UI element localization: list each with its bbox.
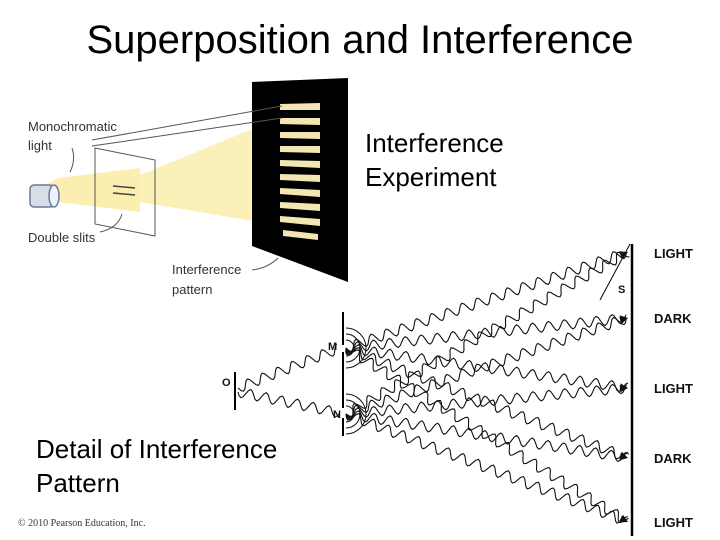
label-interference: Interference (172, 262, 241, 277)
label-light: light (28, 138, 52, 153)
experiment-caption-line1: Interference (365, 128, 504, 158)
source-beam (40, 168, 140, 212)
wave-m-to-screen-3 (345, 344, 629, 393)
wave-n-to-screen-5-arrowhead (619, 515, 628, 523)
experiment-caption-line2: Experiment (365, 162, 497, 192)
leader-pattern-arrow (251, 257, 279, 271)
slide-title: Superposition and Interference (86, 18, 634, 62)
copyright-notice: © 2010 Pearson Education, Inc. (18, 518, 146, 529)
wave-m-to-screen-1 (345, 251, 627, 353)
wavefront-arc-2-3 (345, 393, 367, 435)
wave-n-to-screen-2-arrowhead (619, 317, 628, 324)
band-label-dark-2: DARK (654, 451, 692, 466)
flashlight-icon (29, 184, 60, 208)
label-double-slits: Double slits (28, 230, 96, 245)
wave-n-to-screen-2 (345, 317, 627, 419)
fringe-bands (280, 103, 320, 240)
band-label-light-1: LIGHT (654, 246, 693, 261)
wave-o-to-n (237, 388, 341, 418)
double-slit-card (94, 147, 156, 237)
label-monochromatic: Monochromatic (28, 119, 117, 134)
interference-experiment-figure: Monochromatic light Double slits Interfe… (28, 78, 348, 297)
wave-m-to-screen-5 (345, 347, 629, 523)
detail-caption-line1: Detail of Interference (36, 434, 278, 464)
wave-n-to-screen-4 (345, 410, 628, 463)
point-o-label: O (222, 377, 231, 389)
wave-detail-figure: O M N S LIGHT DARK LIGHT DARK LIGHT (222, 243, 693, 536)
wave-n-to-screen-3-arrowhead (619, 385, 628, 393)
wave-m-to-screen-4 (345, 347, 630, 460)
detail-caption-line2: Pattern (36, 468, 120, 498)
wave-n-to-screen-3 (345, 383, 627, 420)
band-label-light-3: LIGHT (654, 515, 693, 530)
wavefront-arc-2-2 (345, 399, 361, 429)
leader-monochromatic-1 (91, 105, 283, 141)
wave-n-to-screen-4-arrowhead (619, 453, 628, 461)
band-label-light-2: LIGHT (654, 381, 693, 396)
label-pattern: pattern (172, 282, 212, 297)
band-label-dark-1: DARK (654, 311, 692, 326)
leader-slits-arrow (99, 213, 123, 233)
wave-n-to-screen-1 (345, 251, 630, 417)
slit-top (112, 185, 136, 189)
wave-n-to-screen-1-arrowhead (619, 252, 628, 259)
experiment-caption: Interference Experiment (365, 126, 504, 194)
wavefront-arc-2-1 (345, 405, 355, 423)
wavefront-arc-1-1 (345, 339, 355, 357)
leader-monochromatic-2 (91, 117, 283, 147)
detail-caption: Detail of Interference Pattern (36, 432, 277, 500)
wavefront-arc-1-3 (345, 327, 367, 369)
point-m-label: M (328, 341, 337, 353)
point-n-label: N (333, 409, 341, 421)
wave-m-to-screen-2 (345, 314, 627, 354)
wave-o-to-m (237, 343, 338, 392)
wave-n-to-screen-5 (345, 412, 629, 524)
slit-bottom (112, 192, 136, 196)
point-s-label: S (618, 284, 625, 296)
wavefront-arc-1-2 (345, 333, 361, 363)
leader-light-arrow (69, 147, 75, 173)
